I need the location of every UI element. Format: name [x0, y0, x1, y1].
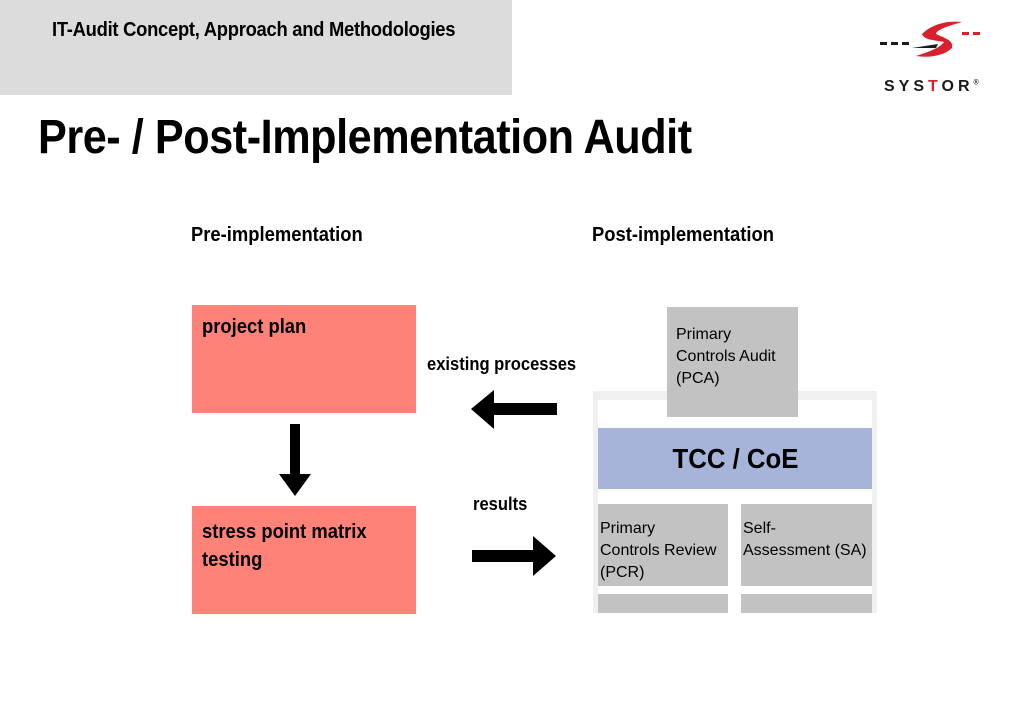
stress-point-matrix-label: stress point matrix testing	[202, 521, 367, 571]
results-label: results	[473, 494, 528, 514]
right-arrow-icon	[472, 536, 556, 576]
down-arrow-icon	[279, 424, 311, 496]
page-title: Pre- / Post-Implementation Audit	[38, 111, 692, 164]
pcr-lower-box	[598, 594, 728, 613]
tcc-coe-box: TCC / CoE	[598, 428, 872, 489]
tcc-coe-label: TCC / CoE	[672, 442, 798, 474]
existing-processes-label: existing processes	[427, 354, 577, 374]
pca-line-3: (PCA)	[676, 370, 720, 387]
pre-implementation-heading: Pre-implementation	[191, 224, 363, 246]
sa-line-1: Self-	[743, 520, 776, 537]
pcr-line-1: Primary	[600, 520, 656, 537]
pca-line-2: Controls Audit	[676, 348, 776, 365]
left-arrow-icon	[471, 390, 557, 429]
sa-box: Self- Assessment (SA)	[741, 504, 872, 586]
header-title: IT-Audit Concept, Approach and Methodolo…	[52, 19, 456, 41]
pcr-box: Primary Controls Review (PCR)	[598, 504, 728, 586]
project-plan-label: project plan	[202, 316, 307, 338]
pca-box: Primary Controls Audit (PCA)	[667, 307, 798, 417]
stress-point-matrix-box: stress point matrix testing	[192, 506, 416, 614]
header-bar	[0, 0, 512, 95]
systor-logo-icon	[880, 21, 980, 57]
pcr-line-2: Controls Review	[600, 542, 717, 559]
pcr-line-3: (PCR)	[600, 564, 645, 581]
logo-wordmark: SYSTOR®	[884, 78, 979, 95]
post-implementation-heading: Post-implementation	[592, 224, 774, 246]
project-plan-box: project plan	[192, 305, 416, 413]
sa-lower-box	[741, 594, 872, 613]
pca-line-1: Primary	[676, 326, 732, 343]
sa-line-2: Assessment (SA)	[743, 542, 867, 559]
